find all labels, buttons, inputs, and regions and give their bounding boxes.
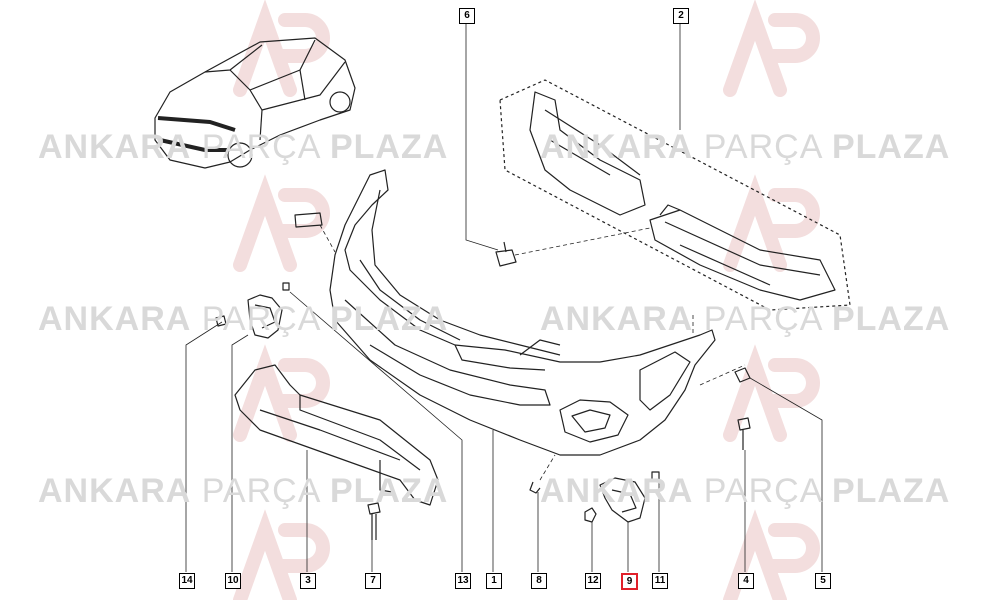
callout-11[interactable]: 11 [652, 573, 668, 589]
bracket-left [247, 294, 283, 339]
impact-absorber [499, 79, 851, 311]
screw-13 [282, 282, 290, 291]
leader-lines [185, 22, 823, 572]
callout-5[interactable]: 5 [815, 573, 831, 589]
callout-9[interactable]: 9 [621, 573, 638, 590]
screw-7 [367, 502, 381, 540]
bolt-4 [737, 417, 751, 450]
callout-6[interactable]: 6 [459, 8, 475, 24]
label-plate [294, 212, 323, 228]
nut-12 [584, 507, 597, 523]
lower-tray [234, 364, 439, 506]
callout-12[interactable]: 12 [585, 573, 601, 589]
car-thumbnail [154, 37, 356, 169]
logo-watermarks [233, 0, 820, 600]
callout-1[interactable]: 1 [486, 573, 502, 589]
callout-3[interactable]: 3 [300, 573, 316, 589]
callout-2[interactable]: 2 [673, 8, 689, 24]
nut-14 [215, 315, 227, 327]
clip-6 [495, 241, 517, 267]
callout-14[interactable]: 14 [179, 573, 195, 589]
bracket-right [599, 477, 646, 523]
callout-13[interactable]: 13 [455, 573, 471, 589]
front-bumper [329, 169, 716, 456]
clip-8 [529, 481, 541, 494]
callout-10[interactable]: 10 [225, 573, 241, 589]
callout-7[interactable]: 7 [365, 573, 381, 589]
callout-8[interactable]: 8 [531, 573, 547, 589]
callout-4[interactable]: 4 [738, 573, 754, 589]
screw-11 [651, 471, 660, 481]
